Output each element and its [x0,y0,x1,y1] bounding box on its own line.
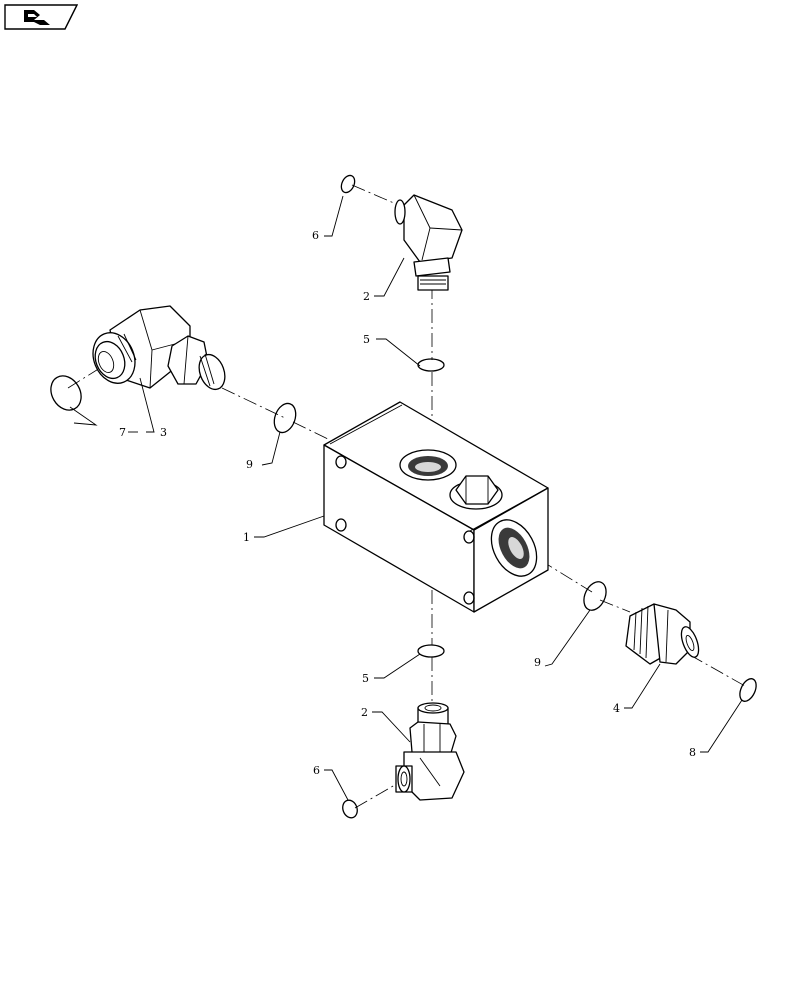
leader-lines [69,195,743,801]
center-lines [67,184,746,809]
callout-3: 3 [160,426,167,439]
back-arrow-icon [24,10,50,25]
callout-9-right: 9 [534,656,541,669]
o-ring-6-bottom [342,799,358,819]
manifold-block [323,401,549,613]
o-ring-6-top [340,174,356,194]
callout-5-top: 5 [363,333,370,346]
callout-7: 7 [119,426,126,439]
elbow-fitting-bottom [395,702,465,801]
callouts: 6 2 5 7 3 9 1 5 2 6 9 4 8 [119,229,696,777]
callout-6-top: 6 [312,229,319,242]
o-ring-9-left [273,402,297,434]
callout-1: 1 [243,531,250,544]
callout-5-bottom: 5 [362,672,369,685]
callout-9-left: 9 [246,458,253,471]
callout-8: 8 [689,746,696,759]
swivel-elbow-fitting [92,305,226,391]
straight-adapter-fitting [625,603,700,665]
o-ring-8 [739,678,757,702]
callout-6-bottom: 6 [313,764,320,777]
o-ring-5-bottom [417,644,445,658]
elbow-fitting-top [394,194,463,291]
back-navigation-badge[interactable] [4,4,78,30]
callout-4: 4 [613,702,620,715]
callout-2-top: 2 [363,290,370,303]
o-ring-5-top [417,358,445,372]
o-ring-9-right [583,581,607,611]
callout-2-bottom: 2 [361,706,368,719]
o-ring-7 [50,375,82,411]
